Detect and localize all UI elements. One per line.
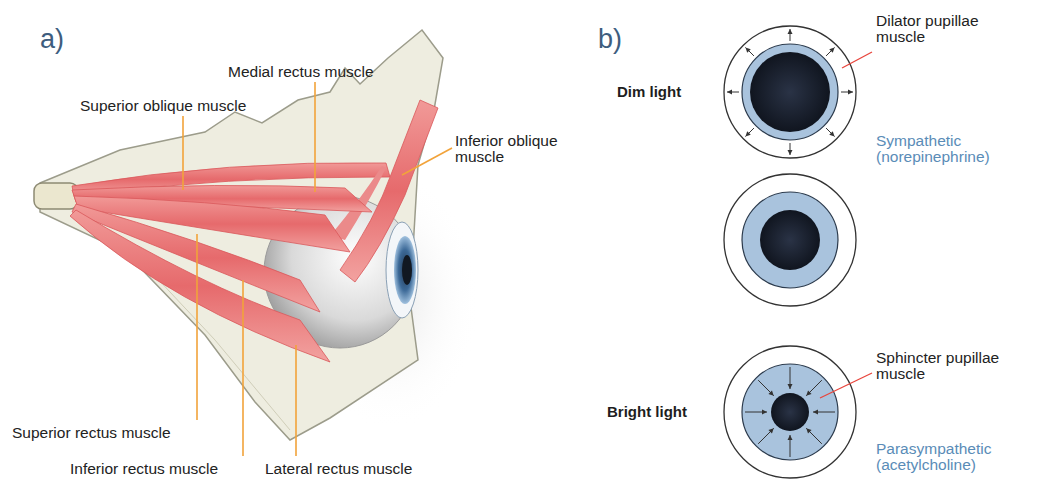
leader-lines [183, 82, 452, 456]
part-label: Medial rectus muscle [228, 64, 374, 80]
part-label: Superior rectus muscle [12, 425, 171, 441]
nerve-label: Sympathetic (norepinephrine) [876, 133, 1001, 164]
pointer-line [842, 52, 872, 68]
condition-label: Bright light [607, 404, 687, 419]
leader-line [295, 345, 297, 456]
condition-label: Dim light [617, 84, 681, 99]
arrow-head [768, 428, 773, 433]
direction-arrow [806, 380, 822, 396]
direction-arrow [806, 428, 822, 444]
direction-arrow [826, 47, 834, 55]
panel-letter: b) [598, 26, 622, 53]
arrow-head [813, 410, 818, 415]
direction-arrow [758, 380, 774, 396]
lateral-rectus-muscle [70, 210, 330, 362]
arrow-head [788, 384, 793, 389]
cornea [386, 222, 418, 318]
pupil-disc [750, 52, 830, 132]
arrow-head [806, 428, 811, 433]
part-label: Inferior rectus muscle [70, 461, 218, 477]
eye-outline [724, 26, 856, 158]
leader-line [402, 148, 452, 175]
iris-ring [742, 364, 838, 460]
arrow-head [788, 435, 793, 440]
arrow-head [829, 131, 834, 136]
direction-arrow [826, 128, 834, 136]
arrow-head [768, 390, 773, 395]
pupil [402, 255, 412, 285]
part-label: Superior oblique muscle [80, 98, 246, 114]
arrow-head [762, 410, 767, 415]
optic-nerve [34, 183, 78, 209]
leader-line [242, 280, 244, 456]
iris-ring [742, 192, 838, 288]
pupil-diagrams [724, 26, 856, 478]
arrow-head [829, 47, 834, 52]
arrow-head [788, 150, 793, 155]
arrow-head [806, 390, 811, 395]
iris [394, 236, 416, 304]
part-label: Dilator pupillae muscle [876, 13, 1001, 44]
arrow-head [848, 90, 853, 95]
part-label: Inferior oblique muscle [455, 133, 580, 164]
leader-line [314, 82, 316, 192]
part-label: Lateral rectus muscle [265, 461, 412, 477]
eye-outline [724, 174, 856, 306]
part-label: Sphincter pupillae muscle [876, 350, 1001, 381]
leader-line [196, 234, 198, 420]
nerve-label: Parasympathetic (acetylcholine) [876, 441, 1011, 472]
iris-ring [742, 44, 838, 140]
direction-arrow [745, 47, 753, 55]
leader-line [182, 116, 184, 190]
orbit-bone [40, 30, 443, 440]
pointer-lines [820, 52, 872, 398]
arrow-head [745, 47, 750, 52]
pupil-disc [760, 210, 820, 270]
direction-arrow [745, 128, 753, 136]
arrow-head [788, 29, 793, 34]
arrow-head [727, 90, 732, 95]
pointer-line [820, 373, 872, 398]
arrow-head [745, 131, 750, 136]
pupil-disc [771, 393, 809, 431]
panel-letter: a) [40, 26, 64, 53]
eye-outline [724, 346, 856, 478]
direction-arrow [758, 428, 774, 444]
